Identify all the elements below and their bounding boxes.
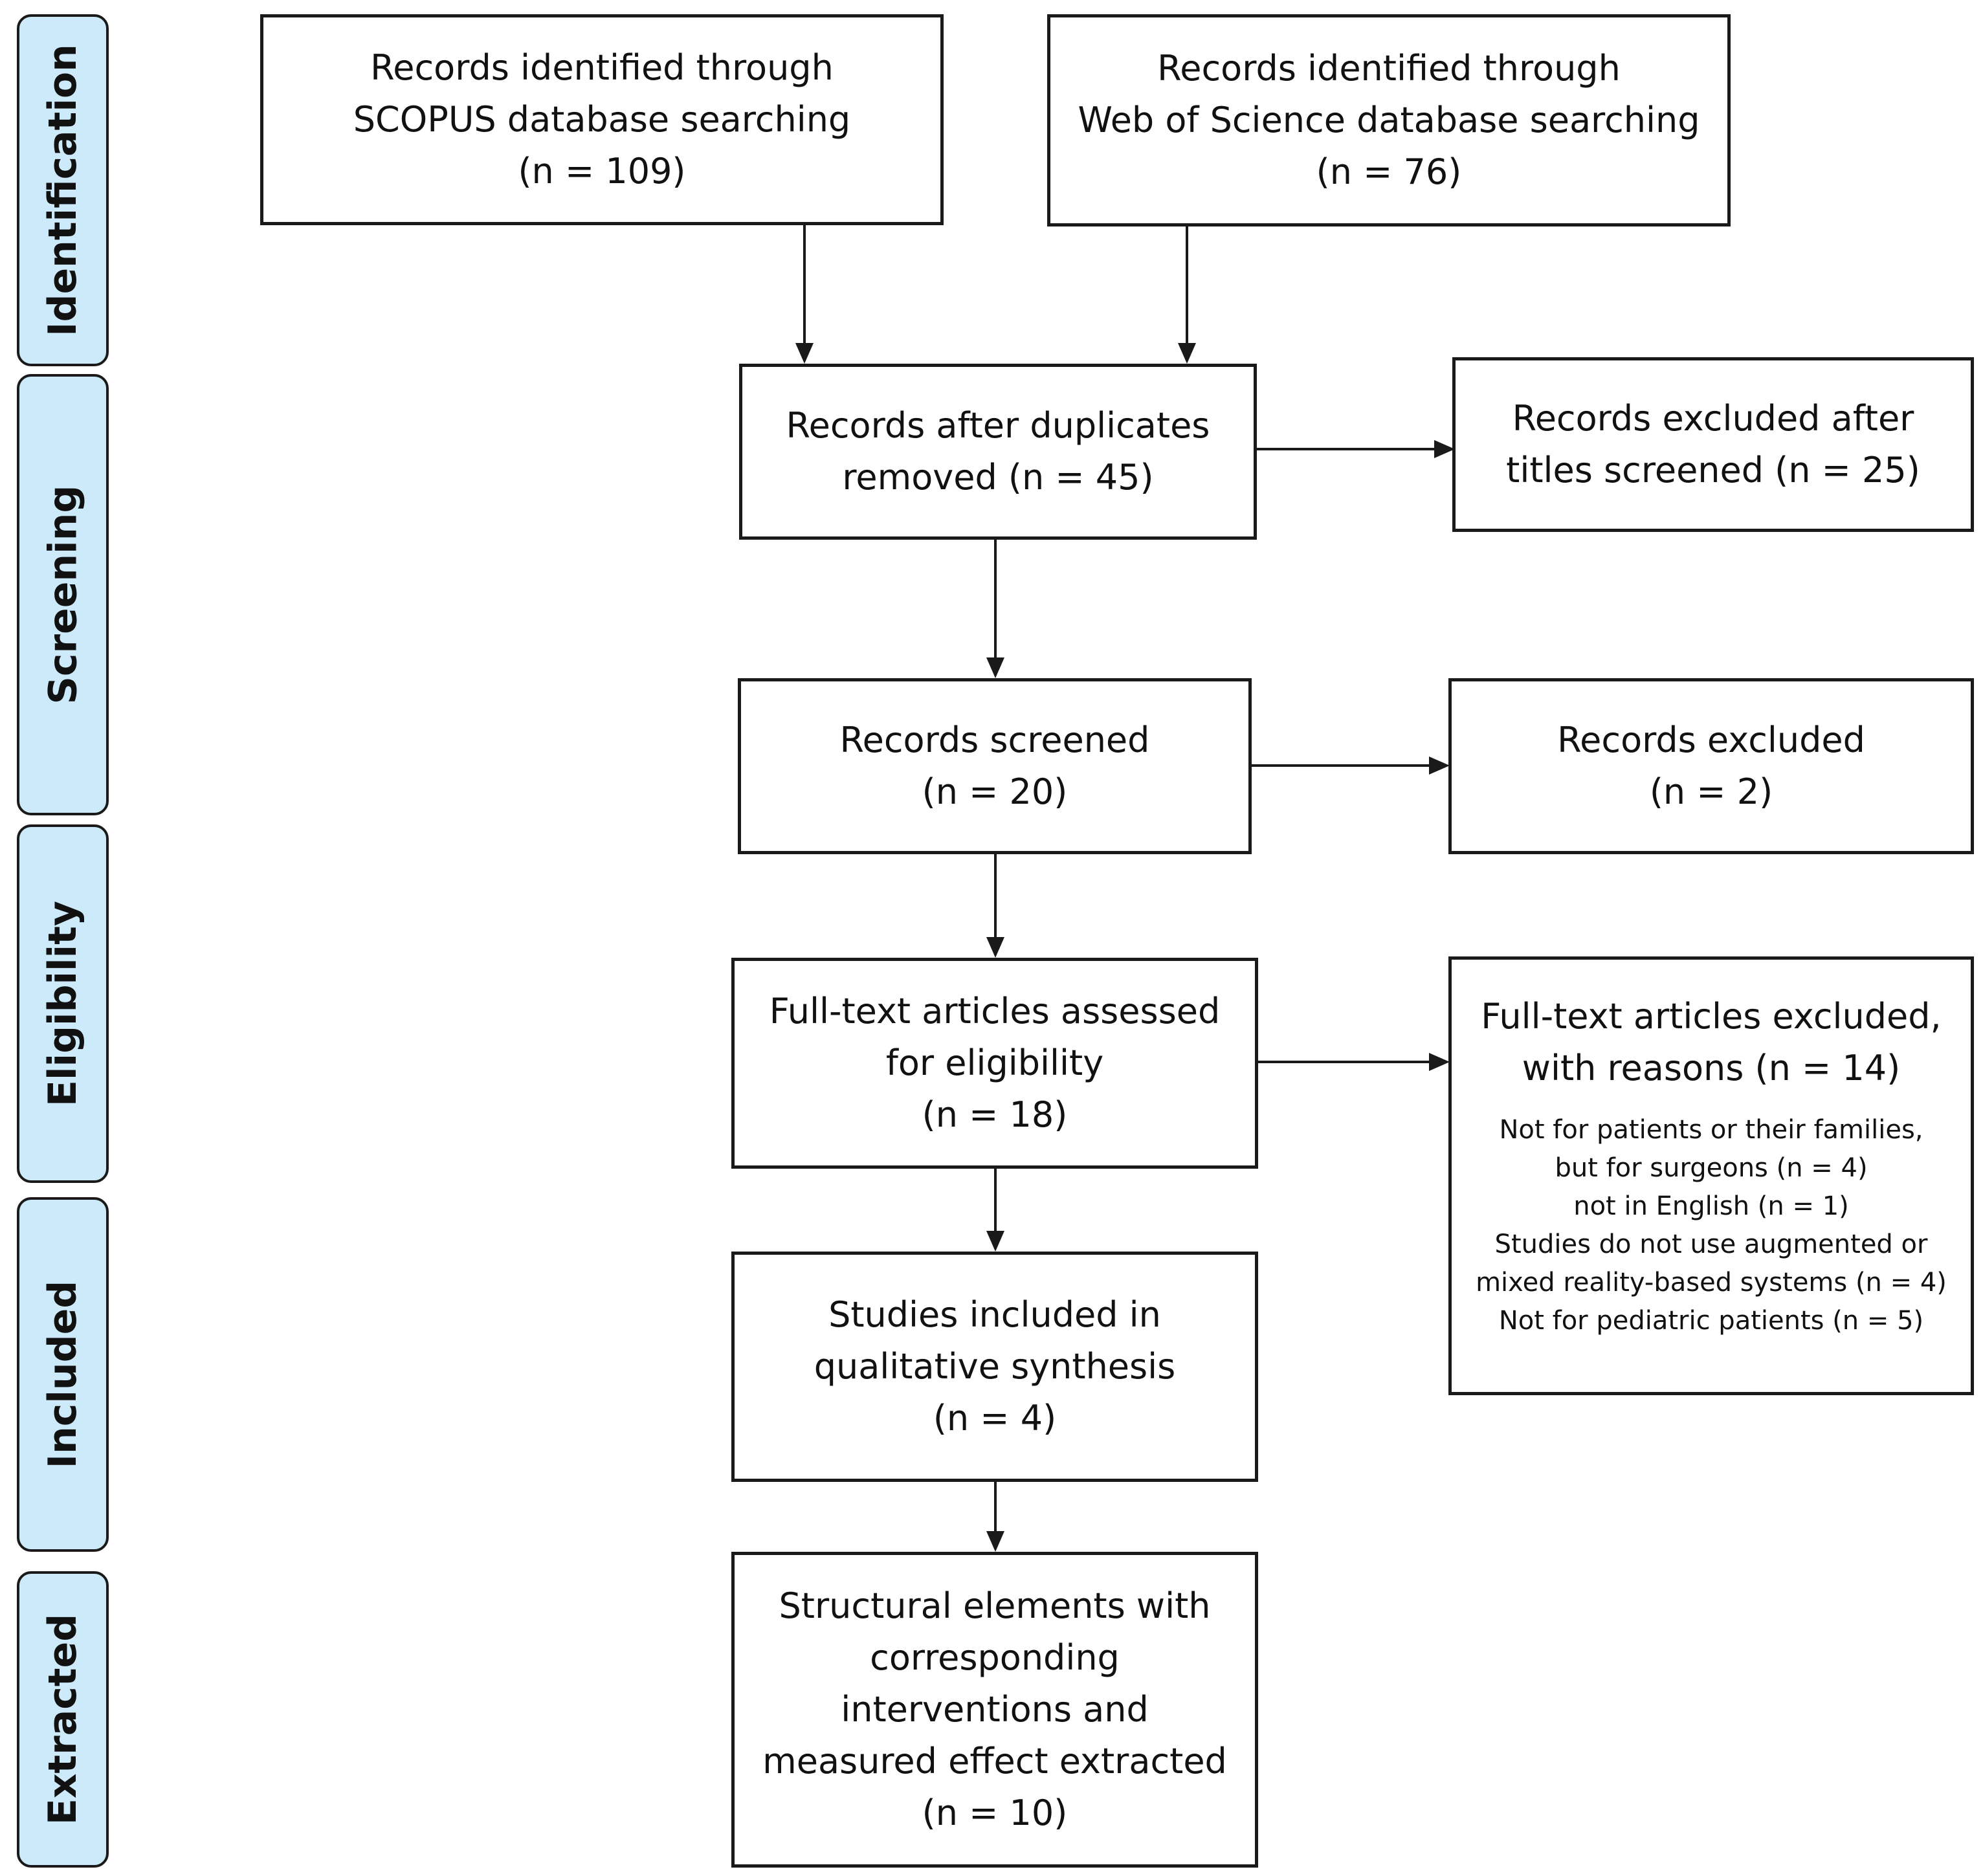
box-text: Records identified through: [370, 47, 834, 88]
box-count: (n = 18): [922, 1094, 1068, 1135]
arrowhead: [986, 1231, 1004, 1252]
box-text: qualitative synthesis: [814, 1346, 1176, 1387]
phase-extracted: Extracted: [17, 1571, 109, 1868]
arrowhead: [795, 343, 814, 364]
box-records-screened: Records screened (n = 20): [738, 678, 1252, 854]
arrowhead: [1434, 440, 1455, 458]
box-text: Full-text articles assessed: [769, 991, 1221, 1032]
box-text: with reasons (n = 14): [1522, 1048, 1901, 1088]
exclusion-reason: mixed reality-based systems (n = 4): [1476, 1268, 1947, 1297]
box-text: Full-text articles excluded,: [1481, 996, 1942, 1037]
box-text: Records screened: [839, 720, 1150, 760]
box-text: Structural elements with: [779, 1585, 1211, 1626]
arrowhead: [1429, 1053, 1450, 1071]
arrowhead: [1178, 343, 1196, 364]
arrowhead: [986, 937, 1004, 958]
box-text: Web of Science database searching: [1078, 100, 1700, 140]
box-fulltext-excluded: Full-text articles excluded, with reason…: [1448, 956, 1974, 1395]
box-count: (n = 76): [1316, 151, 1462, 192]
box-elements-extracted: Structural elements with corresponding i…: [731, 1552, 1258, 1868]
box-text: Studies included in: [828, 1294, 1161, 1335]
exclusion-reason: Not for pediatric patients (n = 5): [1498, 1306, 1924, 1336]
phase-eligibility: Eligibility: [17, 824, 109, 1183]
box-count: (n = 10): [922, 1793, 1068, 1833]
box-count: (n = 2): [1649, 771, 1773, 812]
exclusion-reason: Studies do not use augmented or: [1494, 1230, 1928, 1259]
box-text: Records after duplicates: [786, 405, 1210, 446]
box-count: (n = 4): [933, 1398, 1057, 1439]
box-scopus-records: Records identified through SCOPUS databa…: [260, 14, 944, 225]
arrowhead: [986, 1531, 1004, 1552]
phase-screening: Screening: [17, 374, 109, 815]
box-text: Records identified through: [1157, 48, 1621, 89]
box-text: SCOPUS database searching: [353, 99, 851, 140]
box-wos-records: Records identified through Web of Scienc…: [1047, 14, 1731, 226]
box-text: Records excluded after: [1512, 398, 1914, 439]
exclusion-reasons-list: Not for patients or their families, but …: [1476, 1111, 1947, 1340]
box-text: Records excluded: [1557, 720, 1865, 760]
arrowhead: [986, 657, 1004, 678]
box-text: removed (n = 45): [842, 457, 1154, 498]
box-text: titles screened (n = 25): [1506, 450, 1920, 491]
arrowhead: [1429, 756, 1450, 775]
exclusion-reason: not in English (n = 1): [1573, 1191, 1849, 1221]
phase-identification: Identification: [17, 14, 109, 366]
box-count: (n = 20): [922, 771, 1068, 812]
box-text: interventions and: [841, 1689, 1149, 1730]
box-studies-included: Studies included in qualitative synthesi…: [731, 1252, 1258, 1482]
box-text: for eligibility: [885, 1043, 1104, 1083]
phase-included: Included: [17, 1197, 109, 1552]
box-records-excluded: Records excluded (n = 2): [1448, 678, 1974, 854]
exclusion-reason: but for surgeons (n = 4): [1555, 1153, 1868, 1183]
box-fulltext-assessed: Full-text articles assessed for eligibil…: [731, 958, 1258, 1169]
box-titles-excluded: Records excluded after titles screened (…: [1452, 357, 1974, 532]
box-duplicates-removed: Records after duplicates removed (n = 45…: [739, 364, 1257, 540]
exclusion-reason: Not for patients or their families,: [1499, 1115, 1923, 1145]
box-text: corresponding: [870, 1637, 1120, 1678]
box-text: measured effect extracted: [762, 1741, 1227, 1782]
box-count: (n = 109): [518, 151, 686, 192]
